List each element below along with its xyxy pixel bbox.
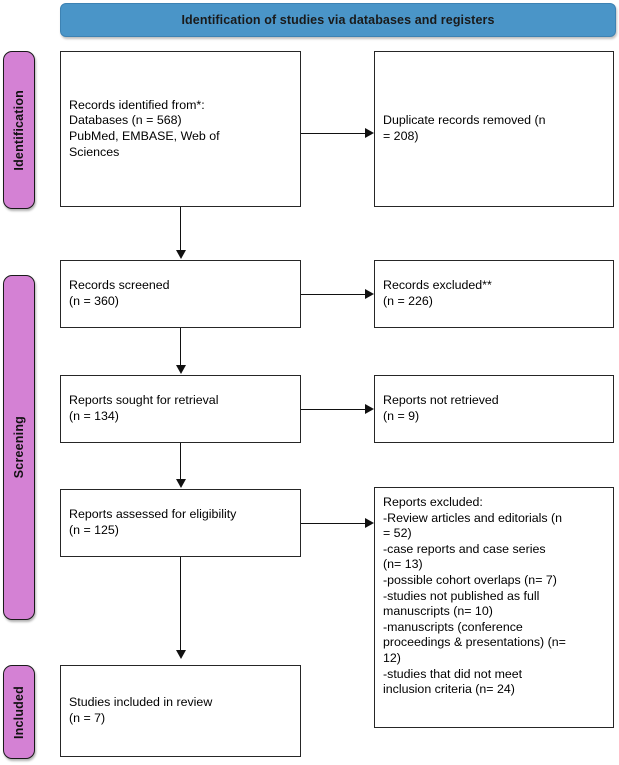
box-studies-included-text: Studies included in review (n = 7) xyxy=(69,695,213,725)
connector-screened-to-excluded xyxy=(301,294,365,295)
arrowhead-identified-to-duplicates xyxy=(365,128,374,138)
diagram-header-banner: Identification of studies via databases … xyxy=(60,3,616,37)
box-records-identified-text: Records identified from*: Databases (n =… xyxy=(69,97,220,159)
arrowhead-screened-to-excluded xyxy=(365,289,374,299)
arrowhead-assessed-to-included xyxy=(176,650,186,659)
box-records-screened-text: Records screened (n = 360) xyxy=(69,278,170,308)
stage-pill-included-label: Included xyxy=(12,685,26,739)
connector-sought-to-not-retrieved xyxy=(301,409,365,410)
connector-assessed-to-included xyxy=(180,557,181,651)
box-reports-excluded-text: Reports excluded: -Review articles and e… xyxy=(383,495,566,697)
connector-assessed-to-excluded xyxy=(301,523,365,524)
box-reports-assessed: Reports assessed for eligibility (n = 12… xyxy=(60,489,301,557)
connector-sought-to-assessed xyxy=(180,443,181,480)
arrowhead-assessed-to-excluded xyxy=(365,518,374,528)
connector-screened-to-sought xyxy=(180,328,181,366)
box-reports-assessed-text: Reports assessed for eligibility (n = 12… xyxy=(69,507,237,537)
connector-identified-to-screened xyxy=(180,207,181,251)
box-records-screened: Records screened (n = 360) xyxy=(60,260,301,328)
box-studies-included: Studies included in review (n = 7) xyxy=(60,665,301,757)
box-reports-sought-text: Reports sought for retrieval (n = 134) xyxy=(69,393,219,423)
box-records-excluded: Records excluded** (n = 226) xyxy=(374,260,614,328)
stage-pill-identification: Identification xyxy=(3,51,35,209)
box-records-identified: Records identified from*: Databases (n =… xyxy=(60,51,301,207)
connector-identified-to-duplicates xyxy=(301,133,365,134)
arrowhead-sought-to-not-retrieved xyxy=(365,404,374,414)
arrowhead-screened-to-sought xyxy=(176,365,186,374)
box-reports-not-retrieved: Reports not retrieved (n = 9) xyxy=(374,375,614,443)
box-reports-sought: Reports sought for retrieval (n = 134) xyxy=(60,375,301,443)
arrowhead-sought-to-assessed xyxy=(176,479,186,488)
box-reports-not-retrieved-text: Reports not retrieved (n = 9) xyxy=(383,393,499,423)
stage-pill-screening-label: Screening xyxy=(12,416,26,479)
stage-pill-included: Included xyxy=(3,665,35,759)
box-records-excluded-text: Records excluded** (n = 226) xyxy=(383,278,492,308)
diagram-title: Identification of studies via databases … xyxy=(181,13,495,27)
stage-pill-screening: Screening xyxy=(3,275,35,620)
box-duplicates-removed-text: Duplicate records removed (n = 208) xyxy=(383,113,546,143)
box-duplicates-removed: Duplicate records removed (n = 208) xyxy=(374,51,614,207)
stage-pill-identification-label: Identification xyxy=(12,89,26,171)
arrowhead-identified-to-screened xyxy=(176,250,186,259)
box-reports-excluded: Reports excluded: -Review articles and e… xyxy=(374,487,614,728)
